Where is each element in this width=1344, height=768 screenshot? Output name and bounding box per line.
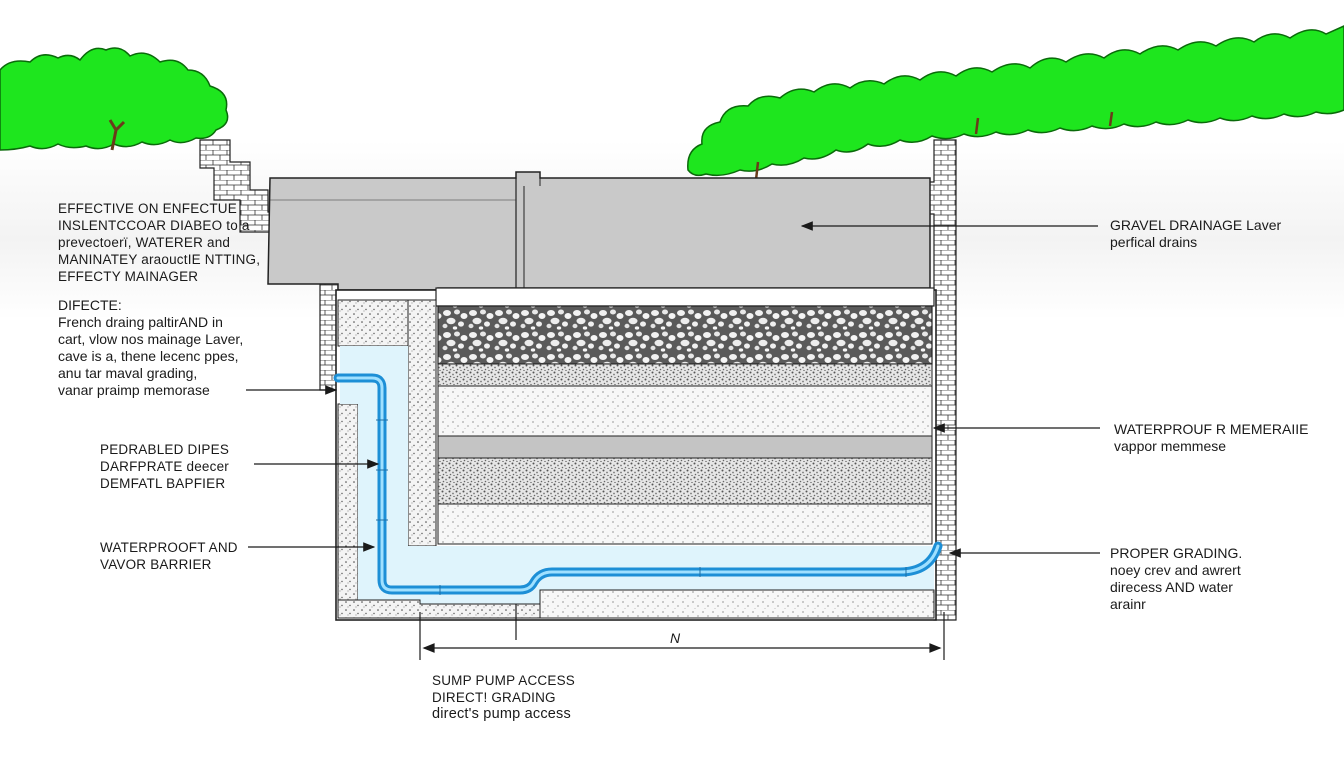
label-line: direct's pump access	[432, 706, 571, 722]
label-line: MANINATEY araouctIE NTTING,	[58, 252, 261, 267]
label-line: VAVOR BARRIER	[100, 557, 212, 572]
leader-arrows	[246, 221, 1100, 558]
label-line: arainr	[1110, 596, 1146, 612]
label-line: cart, vlow nos mainage Laver,	[58, 331, 244, 347]
tree-canopy-left-icon	[0, 47, 229, 151]
label-gravel-drainage-layer: GRAVEL DRAINAGE Laver perfical drains	[1110, 217, 1281, 251]
gravel-drainage-layer	[437, 305, 933, 365]
left-footing-column	[337, 403, 359, 617]
label-line: prevectoerï, WATERER and	[58, 235, 231, 250]
aggregate-layer	[437, 457, 933, 505]
sand-layer	[437, 385, 933, 437]
label-line: GRAVEL DRAINAGE Laver	[1110, 217, 1282, 233]
label-line: WATERPROUF R MEMERAIIE	[1114, 421, 1309, 437]
label-perforated-pipes: PEDRABLED DIPES DARFPRATE deecer DEMFATL…	[100, 441, 229, 492]
label-sump-pump-access: SUMP PUMP ACCESS DIRECT! GRADING direct'…	[432, 672, 575, 723]
label-line: DEMFATL BAPFIER	[100, 476, 226, 491]
concrete-slab	[267, 171, 931, 291]
base-layer	[437, 503, 933, 545]
tree-canopy-right-icon	[687, 25, 1344, 181]
pipe-joints	[376, 419, 907, 595]
label-line: PROPER GRADING.	[1110, 545, 1243, 561]
slab-underlayer	[435, 287, 935, 307]
label-line: perfical drains	[1110, 234, 1198, 250]
label-line: DARFPRATE deecer	[100, 459, 229, 474]
label-line: PEDRABLED DIPES	[100, 442, 230, 457]
dimension-label: N	[670, 630, 681, 646]
label-proper-grading: PROPER GRADING. noey crev and awrert dir…	[1110, 545, 1242, 613]
label-line: SUMP PUMP ACCESS	[432, 673, 575, 688]
label-line: INSLENTCCOAR DIABEO to a	[58, 218, 250, 233]
label-effective-drainage: EFFECTIVE ON ENFECTUE INSLENTCCOAR DIABE…	[58, 200, 260, 285]
label-waterproof-membrane: WATERPROUF R MEMERAIIE vappor memmese	[1114, 421, 1308, 455]
water-zone	[340, 346, 934, 604]
dimension-line	[419, 604, 945, 660]
label-line: cave is a, thene lecenc ppes,	[58, 348, 239, 364]
label-waterproof-vapor-barrier: WATERPROOFT AND VAVOR BARRIER	[100, 539, 238, 573]
label-line: EFFECTY MAINAGER	[58, 269, 199, 284]
bottom-slab-right	[539, 589, 935, 619]
label-line: DIRECT! GRADING	[432, 690, 556, 705]
label-line: noey crev and awrert	[1110, 562, 1241, 578]
label-line: EFFECTIVE ON ENFECTUE	[58, 201, 237, 216]
label-line: French draing paltirAND in	[58, 314, 223, 330]
waterproof-membrane-layer	[437, 435, 933, 459]
label-french-drain-description: DIFECTE: French draing paltirAND in cart…	[58, 297, 243, 399]
fine-gravel-layer	[437, 363, 933, 387]
left-footing-top	[337, 299, 409, 347]
label-line: vappor memmese	[1114, 438, 1227, 454]
label-line: direcess AND water	[1110, 579, 1233, 595]
perforated-drain-pipe-icon	[333, 373, 943, 595]
label-line: anu tar maval grading,	[58, 365, 198, 381]
inner-wall-column	[407, 299, 437, 547]
label-line: WATERPROOFT AND	[100, 540, 238, 555]
label-line: vanar praimp memorase	[58, 382, 210, 398]
label-line: DIFECTE:	[58, 297, 122, 313]
